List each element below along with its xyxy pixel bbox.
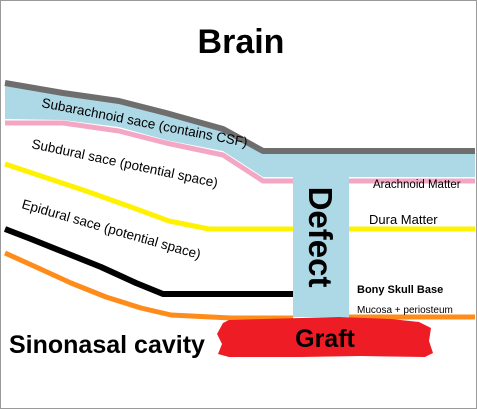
- subarachnoid-space: [5, 83, 475, 317]
- label-epidural-space: Epidural sace (potential space): [20, 196, 202, 262]
- label-sinonasal-cavity: Sinonasal cavity: [9, 331, 205, 359]
- mucosa-periosteum-line: [3, 250, 475, 321]
- arachnoid-matter-line: [5, 120, 475, 184]
- label-bony-skull-base: Bony Skull Base: [357, 284, 443, 296]
- dura-matter-line: [4, 161, 475, 232]
- graft-patch: [217, 317, 433, 357]
- label-defect: Defect: [302, 187, 339, 288]
- label-arachnoid-matter: Arachnoid Matter: [373, 179, 461, 191]
- label-graft: Graft: [295, 325, 355, 353]
- bony-skull-base-line: [3, 226, 293, 297]
- title-brain: Brain: [198, 23, 285, 61]
- label-dura-matter: Dura Matter: [369, 212, 438, 227]
- label-mucosa-periosteum: Mucosa + periosteum: [357, 305, 453, 316]
- outer-membrane-line: [4, 80, 475, 154]
